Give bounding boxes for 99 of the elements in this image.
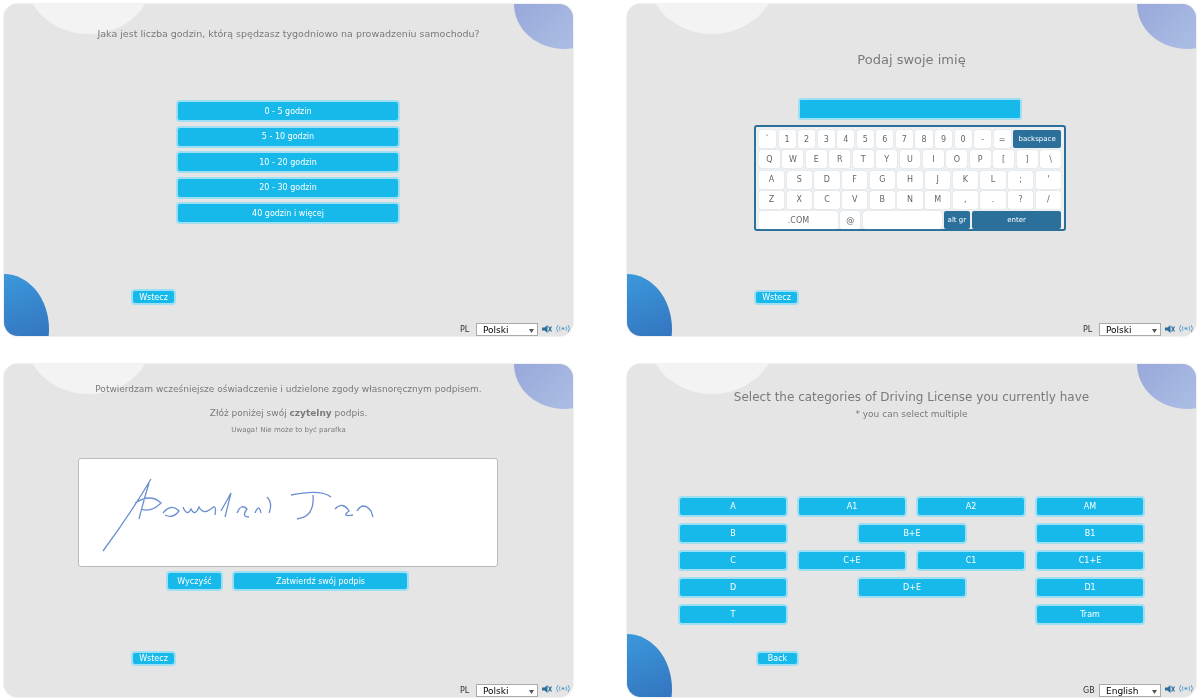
question-text: Podaj swoje imię xyxy=(856,52,967,67)
language-select: English xyxy=(1099,684,1161,697)
app-screen xyxy=(4,4,573,336)
country-code: PL xyxy=(1083,325,1093,334)
on-screen-keyboard xyxy=(754,125,1066,231)
keyboard-key: , xyxy=(952,190,978,209)
keyboard-key: A xyxy=(759,170,785,189)
country-code: PL xyxy=(460,686,470,695)
keyboard-key: Q xyxy=(759,150,780,169)
category-button: B1 xyxy=(1035,523,1145,544)
keyboard-key: X xyxy=(786,190,812,209)
keyboard-key: 2 xyxy=(798,130,816,148)
keyboard-key: J xyxy=(925,170,951,189)
keyboard-key: S xyxy=(786,170,812,189)
back-button: Wstecz xyxy=(131,651,176,666)
category-button: C1+E xyxy=(1035,550,1145,571)
keyboard-key: M xyxy=(925,190,951,209)
category-button: Tram xyxy=(1035,604,1145,625)
category-button: D1 xyxy=(1035,577,1145,598)
question-text: Select the categories of Driving License you currently have xyxy=(732,390,1091,404)
app-screen xyxy=(627,364,1196,697)
keyboard-key: ' xyxy=(1035,170,1061,189)
keyboard-key: V xyxy=(842,190,868,209)
language-select: Polski xyxy=(476,684,538,697)
country-code: PL xyxy=(460,325,470,334)
keyboard-key: H xyxy=(897,170,923,189)
keyboard-key xyxy=(862,211,942,230)
keyboard-key: W xyxy=(782,150,804,169)
question-text: Jaka jest liczba godzin, którą spędzasz tygodniowo na prowadzeniu samochodu? xyxy=(96,28,481,39)
category-button: B xyxy=(678,523,788,544)
category-button: A1 xyxy=(797,496,907,517)
answer-button: 20 - 30 godzin xyxy=(176,176,400,199)
keyboard-key: P xyxy=(969,150,991,169)
keyboard-key: \ xyxy=(1040,150,1061,169)
keyboard-key: U xyxy=(899,150,921,169)
app-screen xyxy=(627,4,1196,336)
keyboard-key: ? xyxy=(1008,190,1034,209)
category-button: C1 xyxy=(916,550,1026,571)
category-button: A xyxy=(678,496,788,517)
answer-button: 40 godzin i więcej xyxy=(176,202,400,224)
keyboard-key: 9 xyxy=(935,130,953,148)
keyboard-key: - xyxy=(974,130,992,148)
confirm-button: Zatwierdź swój podpis xyxy=(232,571,409,591)
keyboard-key: ] xyxy=(1016,150,1038,169)
signature-pad xyxy=(78,458,498,567)
keyboard-key: D xyxy=(814,170,840,189)
keyboard-key: 6 xyxy=(876,130,894,148)
keyboard-key: Y xyxy=(876,150,898,169)
back-button: Wstecz xyxy=(754,290,799,305)
answer-button: 0 - 5 godzin xyxy=(176,100,400,122)
keyboard-key: 3 xyxy=(817,130,835,148)
keyboard-key: K xyxy=(952,170,978,189)
keyboard-key: @ xyxy=(840,211,861,230)
keyboard-key: E xyxy=(805,150,827,169)
app-screen xyxy=(4,364,573,697)
keyboard-key: ; xyxy=(1008,170,1034,189)
question-text: Potwierdzam wcześniejsze oświadczenie i udzielone zgody własnoręcznym podpisem. xyxy=(94,384,483,394)
keyboard-key: . xyxy=(980,190,1006,209)
category-button: A2 xyxy=(916,496,1026,517)
keyboard-key: ` xyxy=(759,130,777,148)
keyboard-key: R xyxy=(829,150,851,169)
category-button: AM xyxy=(1035,496,1145,517)
language-select: Polski xyxy=(1099,323,1161,336)
back-button: Wstecz xyxy=(131,289,176,305)
back-button: Back xyxy=(756,651,799,666)
keyboard-key: B xyxy=(869,190,895,209)
hint-text: Złóż poniżej swój czytelny podpis. xyxy=(208,408,369,418)
keyboard-key: T xyxy=(852,150,874,169)
hint-text: * you can select multiple xyxy=(854,409,969,419)
category-button: T xyxy=(678,604,788,625)
keyboard-key: G xyxy=(869,170,895,189)
keyboard-key: / xyxy=(1035,190,1061,209)
keyboard-key: O xyxy=(946,150,968,169)
keyboard-key: 0 xyxy=(954,130,972,148)
keyboard-key: Z xyxy=(759,190,785,209)
name-input-field xyxy=(798,98,1022,120)
answer-button: 10 - 20 godzin xyxy=(176,151,400,173)
category-button: D xyxy=(678,577,788,598)
keyboard-key: 8 xyxy=(915,130,933,148)
answer-button: 5 - 10 godzin xyxy=(176,125,400,148)
keyboard-key: = xyxy=(993,130,1011,148)
keyboard-key: C xyxy=(814,190,840,209)
keyboard-key: 4 xyxy=(837,130,855,148)
keyboard-key: 1 xyxy=(778,130,796,148)
category-button: D+E xyxy=(857,577,967,598)
category-button: C+E xyxy=(797,550,907,571)
keyboard-key: F xyxy=(842,170,868,189)
keyboard-key: [ xyxy=(993,150,1015,169)
keyboard-key: 5 xyxy=(856,130,874,148)
category-button: C xyxy=(678,550,788,571)
keyboard-key: N xyxy=(897,190,923,209)
country-code: GB xyxy=(1083,686,1095,695)
keyboard-key: 7 xyxy=(895,130,913,148)
category-button: B+E xyxy=(857,523,967,544)
keyboard-key: .COM xyxy=(759,211,838,230)
keyboard-key: I xyxy=(922,150,944,169)
clear-button: Wyczyść xyxy=(166,571,223,591)
language-select: Polski xyxy=(476,323,538,336)
keyboard-key: L xyxy=(980,170,1006,189)
